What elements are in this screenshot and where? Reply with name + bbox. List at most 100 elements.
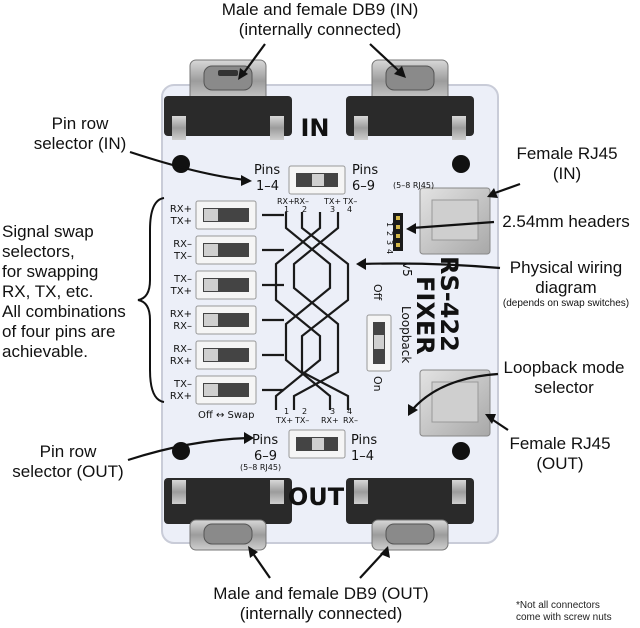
- switch-3-label-a: TX–: [173, 274, 192, 285]
- callout-wiring-line1: Physical wiring: [509, 258, 623, 277]
- callout-loopback: Loopback mode selector: [496, 358, 632, 398]
- top-signal-4: TX–: [342, 197, 357, 206]
- bottom-pins-left-2: 6–9: [254, 449, 277, 464]
- swap-switches: [195, 200, 257, 405]
- bottom-signal-3: RX+: [321, 416, 339, 425]
- mount-hole-br: [452, 442, 470, 460]
- top-signal-1: RX+: [277, 197, 295, 206]
- top-pins-right-2: 6–9: [352, 179, 375, 194]
- board-title-2: FIXER: [411, 276, 439, 355]
- callout-signal-swap: Signal swap selectors, for swapping RX, …: [2, 222, 142, 362]
- callout-signal-swap-line6: of four pins are: [2, 322, 116, 341]
- pin-headers: [393, 213, 403, 251]
- switch-2-label-b: TX–: [173, 251, 192, 262]
- bottom-number-2: 2: [302, 407, 307, 416]
- callout-loopback-line2: selector: [534, 378, 594, 397]
- callout-female-rj45-in-line1: Female RJ45: [516, 144, 618, 163]
- callout-female-rj45-out-line2: (OUT): [536, 454, 584, 473]
- rj45-out: [419, 369, 491, 437]
- callout-pin-row-out-line2: selector (OUT): [12, 462, 124, 481]
- callout-female-rj45-out-line1: Female RJ45: [509, 434, 611, 453]
- callout-bottom-db9-line2: (internally connected): [239, 604, 403, 623]
- callout-wiring-line2: diagram: [535, 278, 597, 297]
- top-pins-left-1: Pins: [254, 163, 280, 178]
- bottom-pins-right-2: 1–4: [351, 449, 374, 464]
- wiring-traces: [262, 212, 350, 410]
- board-version: v5: [400, 262, 414, 277]
- callout-signal-swap-line2: selectors,: [2, 242, 75, 261]
- callout-top-db9-line1: Male and female DB9 (IN): [221, 0, 419, 19]
- callout-arrows: [127, 43, 521, 579]
- pin-row-switch-in: [288, 165, 346, 195]
- switch-5-label-a: RX–: [173, 344, 192, 355]
- switch-3-label-b: TX+: [170, 286, 192, 297]
- header-number-4: 4: [385, 249, 394, 254]
- callout-headers: 2.54mm headers: [496, 212, 636, 232]
- bottom-number-3: 3: [330, 407, 335, 416]
- footnote-line1: *Not all connectors: [516, 600, 600, 611]
- db9-female-out: [346, 478, 474, 551]
- callout-wiring-note: (depends on swap switches): [502, 298, 630, 309]
- callout-signal-swap-line5: All combinations: [2, 302, 126, 321]
- bottom-rj45-note: (5–8 RJ45): [240, 463, 281, 472]
- bottom-number-4: 4: [347, 407, 352, 416]
- callout-signal-swap-line1: Signal swap: [2, 222, 94, 241]
- top-number-1: 1: [284, 205, 289, 214]
- top-rj45-note: (5–8 RJ45): [393, 181, 434, 190]
- top-number-3: 3: [330, 205, 335, 214]
- callout-headers-line: 2.54mm headers: [502, 212, 630, 231]
- bottom-signal-4: RX–: [343, 416, 358, 425]
- top-number-4: 4: [347, 205, 352, 214]
- switch-4-label-a: RX+: [170, 309, 192, 320]
- callout-female-rj45-in: Female RJ45 (IN): [512, 144, 622, 184]
- top-pins-right-1: Pins: [352, 163, 378, 178]
- db9-female-in: [346, 59, 474, 140]
- switch-4-label-b: RX–: [173, 321, 192, 332]
- header-number-1: 1: [385, 222, 394, 227]
- board-out-label: OUT: [288, 483, 345, 511]
- db9-male-out: [164, 478, 292, 551]
- board-in-label: IN: [300, 114, 329, 142]
- callout-wiring: Physical wiring diagram (depends on swap…: [494, 258, 638, 310]
- switch-6-label-b: RX+: [170, 391, 192, 402]
- callout-female-rj45-in-line2: (IN): [552, 164, 582, 183]
- callout-pin-row-in-line1: Pin row: [51, 114, 109, 133]
- footnote: *Not all connectors come with screw nuts: [516, 600, 638, 624]
- switch-5-label-b: RX+: [170, 356, 192, 367]
- callout-bottom-db9-line1: Male and female DB9 (OUT): [213, 584, 429, 603]
- pin-row-switch-out: [288, 429, 346, 459]
- loopback-label: Loopback: [399, 306, 413, 363]
- callout-female-rj45-out: Female RJ45 (OUT): [500, 434, 620, 474]
- bottom-signal-1: TX+: [275, 416, 293, 425]
- loopback-switch: [366, 314, 392, 372]
- db9-male-in: [164, 59, 292, 140]
- callout-top-db9: Male and female DB9 (IN) (internally con…: [170, 0, 470, 40]
- swap-legend: Off ↔ Swap: [198, 410, 255, 421]
- bottom-number-1: 1: [284, 407, 289, 416]
- top-signal-3: TX+: [323, 197, 341, 206]
- mount-hole-tl: [172, 155, 190, 173]
- loopback-off: Off: [371, 284, 384, 301]
- callout-pin-row-in-line2: selector (IN): [33, 134, 127, 153]
- top-pins-left-2: 1–4: [256, 179, 279, 194]
- arrow-heads: [238, 66, 498, 558]
- callout-signal-swap-line4: RX, TX, etc.: [2, 282, 94, 301]
- callout-pin-row-out-line1: Pin row: [39, 442, 97, 461]
- switch-1-label-b: TX+: [170, 216, 192, 227]
- switch-2-label-a: RX–: [173, 239, 192, 250]
- mount-hole-tr: [452, 155, 470, 173]
- switch-6-label-a: TX–: [173, 379, 192, 390]
- header-number-3: 3: [385, 240, 394, 245]
- callout-signal-swap-line3: for swapping: [2, 262, 99, 281]
- callout-signal-swap-line7: achievable.: [2, 342, 89, 361]
- footnote-line2: come with screw nuts: [516, 612, 612, 623]
- board-title-1: RS-422: [435, 256, 463, 352]
- bottom-signal-2: TX–: [294, 416, 309, 425]
- rj45-in: [419, 187, 491, 255]
- callout-pin-row-in: Pin row selector (IN): [22, 114, 138, 154]
- header-number-2: 2: [385, 231, 394, 236]
- bottom-pins-left-1: Pins: [252, 433, 278, 448]
- switch-bracket: [137, 197, 165, 403]
- callout-bottom-db9: Male and female DB9 (OUT) (internally co…: [166, 584, 476, 624]
